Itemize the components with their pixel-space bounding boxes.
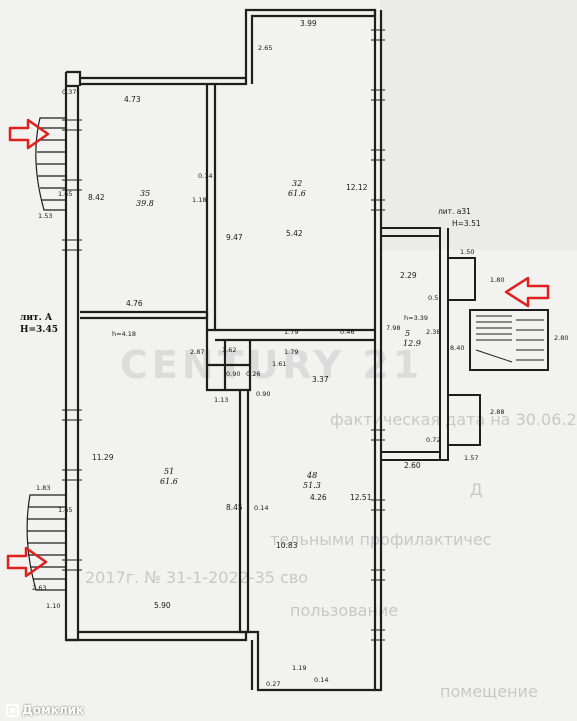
right-windows [371,29,385,641]
dim-annex-b: 2.29 [400,271,417,280]
dim-room51-bottom: 5.90 [154,601,171,610]
dim-annex-a: 1.50 [460,248,474,256]
left-windows [62,119,82,571]
arrow-annex [504,276,550,308]
dim-annex-d: 0.5 [428,294,438,302]
ghost-text-4: 2017г. № 31-1-2022-35 сво [85,568,308,587]
dim-room51-height: 11.29 [92,453,114,462]
building-height: Н=3.45 [20,325,58,335]
left-stair-top [35,117,67,211]
dim-room35-width: 4.73 [124,95,141,104]
room-5-id: 5 [405,329,410,338]
dim-bottom-mid: 1.19 [292,664,306,672]
dim-small-d: 0.26 [246,370,260,378]
dim-room51-inner: 2.87 [190,348,204,356]
arrow-left-bottom [6,546,48,578]
dim-room32-height: 12.12 [346,183,368,192]
dim-annex-h: 2.80 [554,334,568,342]
annex-height: Н=3.51 [452,219,481,228]
dim-left-bottom-d: 1.10 [46,602,60,610]
dim-annex-e: 7.98 [386,324,400,332]
dim-left-bottom-c: 2.63 [32,584,46,592]
ghost-text-6: помещение [440,682,538,701]
annex-walls [381,227,549,461]
room-35-id: 35 [140,189,150,198]
dim-room48-inner: 10.83 [276,541,298,550]
dim-room48-height: 12.51 [350,493,372,502]
dim-room48-width: 4.26 [310,493,327,502]
dim-annex-j: 2.60 [404,461,421,470]
room-labels: 35 39.8 32 61.6 51 61.6 48 51.3 5 12.9 [136,179,421,490]
dim-small-b: 0.90 [226,370,240,378]
dim-room51-side2: 0.14 [254,504,268,512]
dim-room32-width: 5.42 [286,229,303,238]
dim-annex-f: 2.38 [426,328,440,336]
dim-annex-l: h=3.39 [404,314,428,322]
outer-walls [64,8,383,692]
annex-label: лит. а31 [438,207,471,216]
scan-area [380,0,577,250]
dim-annex-k: 1.57 [464,454,478,462]
dim-corridor-mid: 1.79 [284,348,298,356]
dim-annex-m: 0.72 [426,436,440,444]
room-48-area: 51.3 [303,481,321,490]
dim-small-e: 0.90 [256,390,270,398]
dim-room32-inner: 9.47 [226,233,243,242]
room-51-id: 51 [164,467,174,476]
brand-watermark: Домклик [6,703,84,717]
dim-small-f: 1.13 [214,396,228,404]
room-32-area: 61.6 [288,189,306,198]
dim-left-bottom-a: 1.83 [36,484,50,492]
ghost-text-1: фактическая дата на 30.06.20 [330,410,577,429]
brand-name: Домклик [22,703,85,717]
dim-corridor-top: 1.79 [284,328,298,336]
annex-stair [475,315,544,363]
dim-corridor-side: 0.46 [340,328,354,336]
building-label: лит. А [20,313,53,323]
watermark: CENTURY 21 [120,343,423,387]
entrance-arrows [6,118,550,578]
left-stair-bottom [26,494,67,591]
domclick-logo-icon [6,703,19,717]
dim-b-label: h=4.18 [112,330,136,338]
dim-bottom-small-b: 0.14 [314,676,328,684]
dim-top-right: 3.99 [300,19,317,28]
dim-left-stair-b: 1.53 [38,212,52,220]
room-51-area: 61.6 [160,477,178,486]
dim-room51-side: 8.45 [226,503,243,512]
dim-left-bottom-b: 1.65 [58,506,72,514]
ghost-text-5: пользование [290,601,398,620]
ghost-text-2: Д [470,480,483,499]
dim-annex-c: 1.80 [490,276,504,284]
dim-small-a: 1.62 [222,346,236,354]
dim-room35-small: 0.14 [198,172,212,180]
dim-annex-g: 8.40 [450,344,464,352]
ghost-text-group: фактическая дата на 30.06.20 Д тельными … [85,410,577,701]
dim-small-c: 1.61 [272,360,286,368]
room-48-id: 48 [306,471,317,480]
dimension-labels: 3.99 2.65 0.37 4.73 8.42 0.14 1.18 12.12… [32,19,568,688]
dim-mid-width: 4.76 [126,299,143,308]
dim-annex-i: 2.88 [490,408,504,416]
arrow-left-top [8,118,50,150]
room-32-id: 32 [292,179,302,188]
room-35-area: 39.8 [136,199,154,208]
dim-room35-height: 8.42 [88,193,105,202]
dim-left-stair-a: 1.65 [58,190,72,198]
dim-top-right-side: 2.65 [258,44,272,52]
dim-room35-small2: 1.18 [192,196,206,204]
dim-bottom-small-a: 0.27 [266,680,280,688]
room-5-area: 12.9 [403,339,421,348]
dim-left-top-small: 0.37 [62,88,76,96]
dim-room48-top: 3.37 [312,375,329,384]
